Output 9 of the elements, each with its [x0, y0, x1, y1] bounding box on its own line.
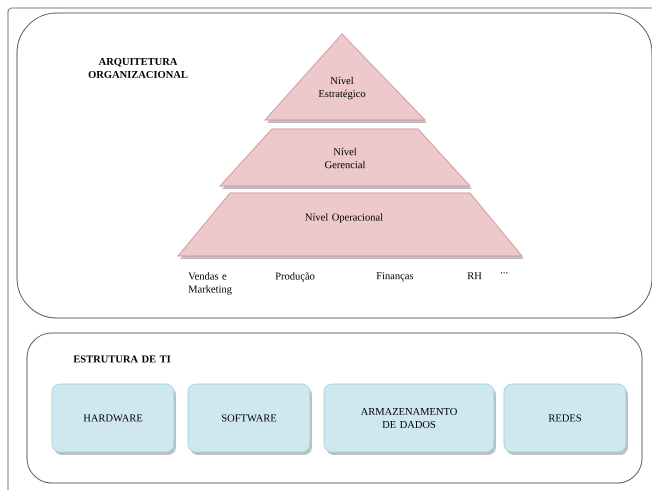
department-label: RH: [468, 272, 482, 280]
department-label: Finanças: [376, 272, 414, 282]
component-box: HARDWARE: [52, 384, 176, 455]
department-label: Vendas e Marketing: [188, 272, 232, 295]
department-label: ...: [500, 272, 508, 274]
department-label: Produção: [276, 272, 314, 282]
component-box: REDES: [504, 384, 628, 455]
component-box: ARMAZENAMENTO DE DADOS: [324, 384, 496, 455]
component-box: SOFTWARE: [188, 384, 312, 455]
